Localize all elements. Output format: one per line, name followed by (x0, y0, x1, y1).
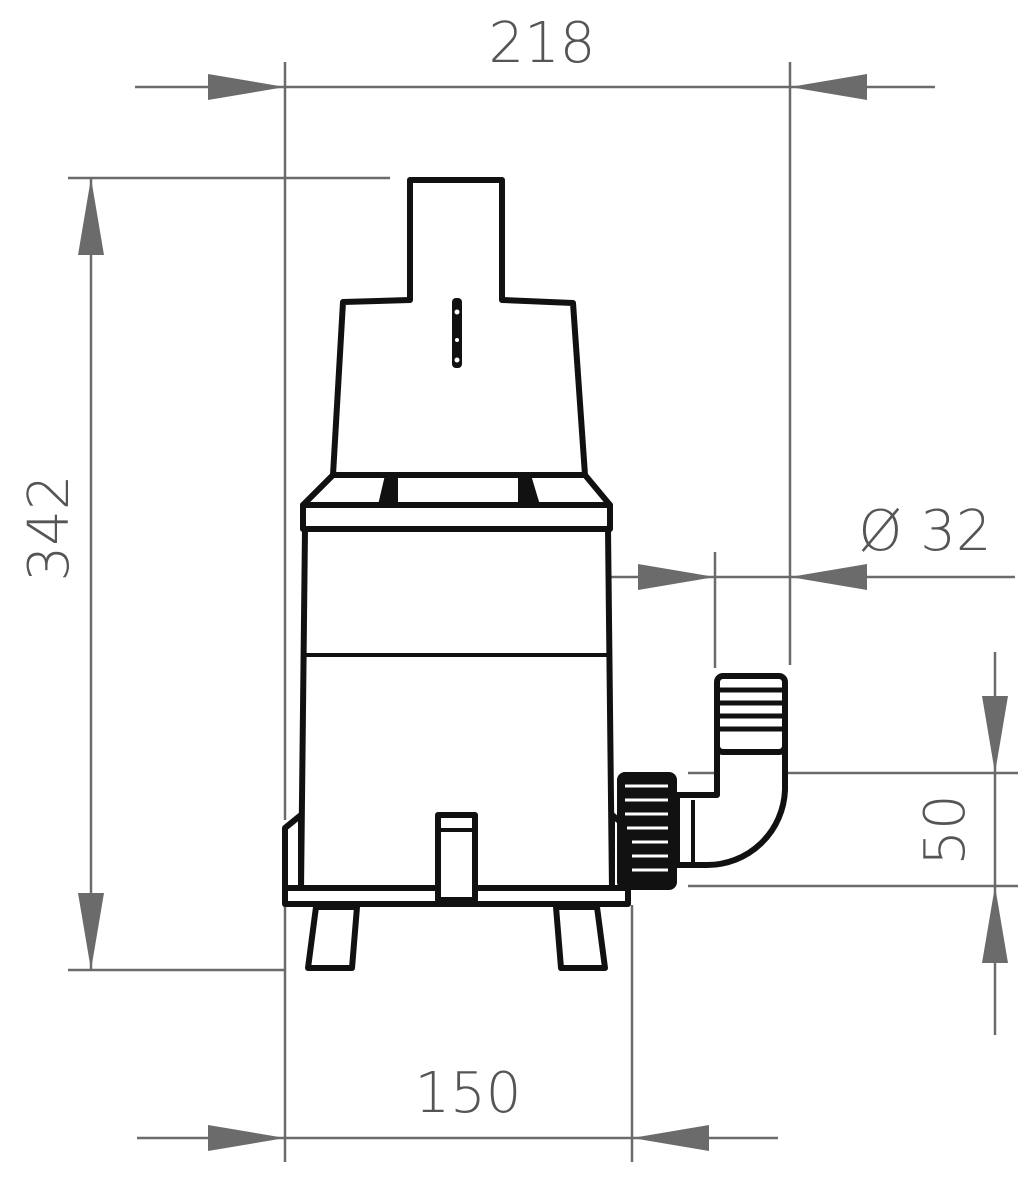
dimension-base-width: 150 (137, 905, 778, 1162)
arrow-right-icon (208, 74, 285, 100)
leg-left (305, 904, 360, 971)
arrow-right-icon (208, 1125, 285, 1151)
dimension-label-outlet-diameter: Ø 32 (858, 499, 991, 564)
arrow-left-icon (790, 74, 867, 100)
outlet-nut (617, 772, 677, 890)
arrow-down-icon (78, 893, 104, 970)
arrow-left-icon (790, 564, 867, 590)
outlet-elbow-body (674, 742, 788, 868)
dimension-label-overall-height: 342 (17, 475, 82, 582)
pump-outline (282, 177, 631, 971)
arrow-right-icon (638, 564, 715, 590)
leg-right (553, 904, 608, 971)
dimension-label-base-width: 150 (415, 1061, 522, 1126)
collar-rib-left (378, 475, 398, 505)
dimension-label-overall-width: 218 (489, 11, 596, 76)
arrow-left-icon (632, 1125, 709, 1151)
pump-collar-band (300, 502, 613, 532)
center-intake (435, 812, 478, 903)
pump-collar (300, 472, 613, 508)
outlet-elbow (617, 673, 788, 890)
collar-rib-right (518, 475, 540, 505)
dimension-label-outlet-height: 50 (913, 794, 978, 865)
arrow-up-icon (78, 178, 104, 255)
arrow-up-icon (982, 886, 1008, 963)
arrow-down-icon (982, 696, 1008, 773)
level-indicator-slot (452, 298, 462, 368)
dimension-overall-height: 342 (17, 176, 390, 972)
dimension-outlet-diameter: Ø 32 (568, 499, 1015, 668)
dimension-overall-width: 218 (135, 11, 935, 820)
